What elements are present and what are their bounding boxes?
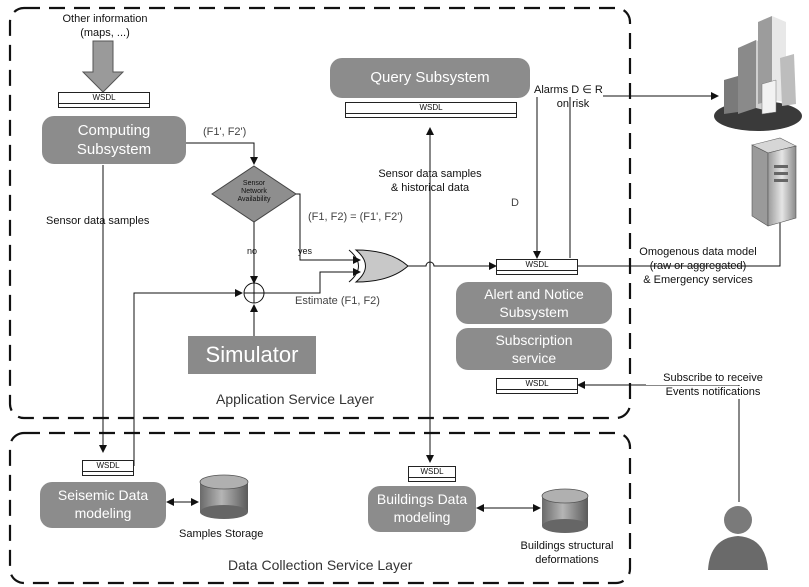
subscription-wsdl: WSDL (496, 378, 578, 394)
buildings-label-1: Buildings Data (376, 491, 468, 507)
data-collection-layer-boundary (8, 431, 632, 585)
or-gate (354, 249, 409, 283)
f1f2-prime-label: (F1', F2') (203, 126, 247, 138)
alarms-label-2: on risk (556, 98, 590, 110)
decision-label-2: Network (241, 188, 267, 195)
omog-label-2: (raw or aggregated) (649, 260, 747, 272)
simulator-label: Simulator (205, 342, 299, 367)
seismic-wsdl-label: WSDL (96, 461, 120, 470)
decision-label-3: Availability (237, 196, 271, 203)
samples-storage-database-icon (199, 474, 249, 519)
edge-or-alert (408, 261, 497, 270)
estimate-label: Estimate (F1, F2) (295, 295, 380, 307)
alert-wsdl: WSDL (496, 259, 578, 275)
computing-wsdl-label: WSDL (92, 93, 116, 102)
query-wsdl: WSDL (345, 102, 517, 118)
subscribe-label-2: Events notifications (646, 386, 780, 399)
alert-subsystem-label-2: Subsystem (499, 304, 569, 320)
user-icon (708, 506, 768, 570)
buildings-wsdl-label: WSDL (420, 467, 444, 476)
decision-yes-label: yes (298, 246, 313, 256)
query-wsdl-label: WSDL (419, 103, 443, 112)
subscription-label-2: service (511, 350, 557, 366)
subscribe-label-1: Subscribe to receive (646, 372, 780, 385)
edge-adder-or (264, 268, 361, 294)
f1f2-equal-label: (F1, F2) = (F1', F2') (308, 211, 403, 223)
sensor-hist-label-1: Sensor data samples (378, 168, 482, 180)
d-label: D (511, 197, 519, 209)
alert-wsdl-label: WSDL (525, 260, 549, 269)
alert-subsystem-label-1: Alert and Notice (484, 286, 584, 302)
sensor-samples-label: Sensor data samples (46, 215, 150, 227)
sensor-hist-label-2: & historical data (390, 182, 470, 194)
samples-storage-label: Samples Storage (179, 528, 264, 540)
seismic-wsdl: WSDL (82, 460, 134, 476)
application-layer-title: Application Service Layer (216, 391, 374, 407)
computing-subsystem: Computing Subsystem (42, 116, 186, 164)
computing-subsystem-label-1: Computing (77, 122, 151, 139)
seismic-label-1: Seisemic Data (57, 487, 149, 503)
edge-user-subscription (577, 381, 740, 495)
omog-label-1: Omogenous data model (639, 246, 757, 258)
city-icon (714, 16, 802, 131)
seismic-label-2: modeling (74, 505, 132, 521)
seismic-data-modeling: Seisemic Data modeling (40, 482, 166, 528)
edge-computing-decision (186, 142, 258, 165)
buildings-deformations-label-1: Buildings structural (520, 540, 614, 552)
subscription-service: Subscription service (456, 328, 612, 370)
alarms-label-1: Alarms D ∈ R (534, 84, 603, 97)
computing-subsystem-label-2: Subsystem (76, 141, 152, 158)
buildings-label-2: modeling (393, 509, 451, 525)
alert-notice-subsystem: Alert and Notice Subsystem (456, 282, 612, 324)
buildings-deformations-label-2: deformations (535, 554, 599, 566)
other-info-label: Other information (62, 13, 148, 25)
data-collection-layer-title: Data Collection Service Layer (228, 557, 413, 573)
simulator-box: Simulator (188, 336, 316, 374)
maps-label: (maps, ...) (80, 27, 130, 39)
buildings-data-modeling: Buildings Data modeling (368, 486, 476, 532)
omog-label-3: & Emergency services (643, 274, 753, 286)
edge-decision-yes (296, 193, 361, 264)
subscription-label-1: Subscription (495, 332, 573, 348)
application-layer-boundary (8, 6, 632, 420)
query-subsystem-label: Query Subsystem (370, 69, 490, 86)
computing-wsdl: WSDL (58, 92, 150, 108)
other-info-arrow (81, 40, 125, 93)
subscription-wsdl-label: WSDL (525, 379, 549, 388)
server-icon (751, 137, 797, 227)
buildings-wsdl: WSDL (408, 466, 456, 482)
buildings-deformations-database-icon (541, 488, 589, 533)
decision-label-1: Sensor (242, 180, 266, 187)
query-subsystem: Query Subsystem (330, 58, 530, 98)
decision-no-label: no (247, 246, 258, 256)
edge-seismic-adder (133, 289, 243, 466)
